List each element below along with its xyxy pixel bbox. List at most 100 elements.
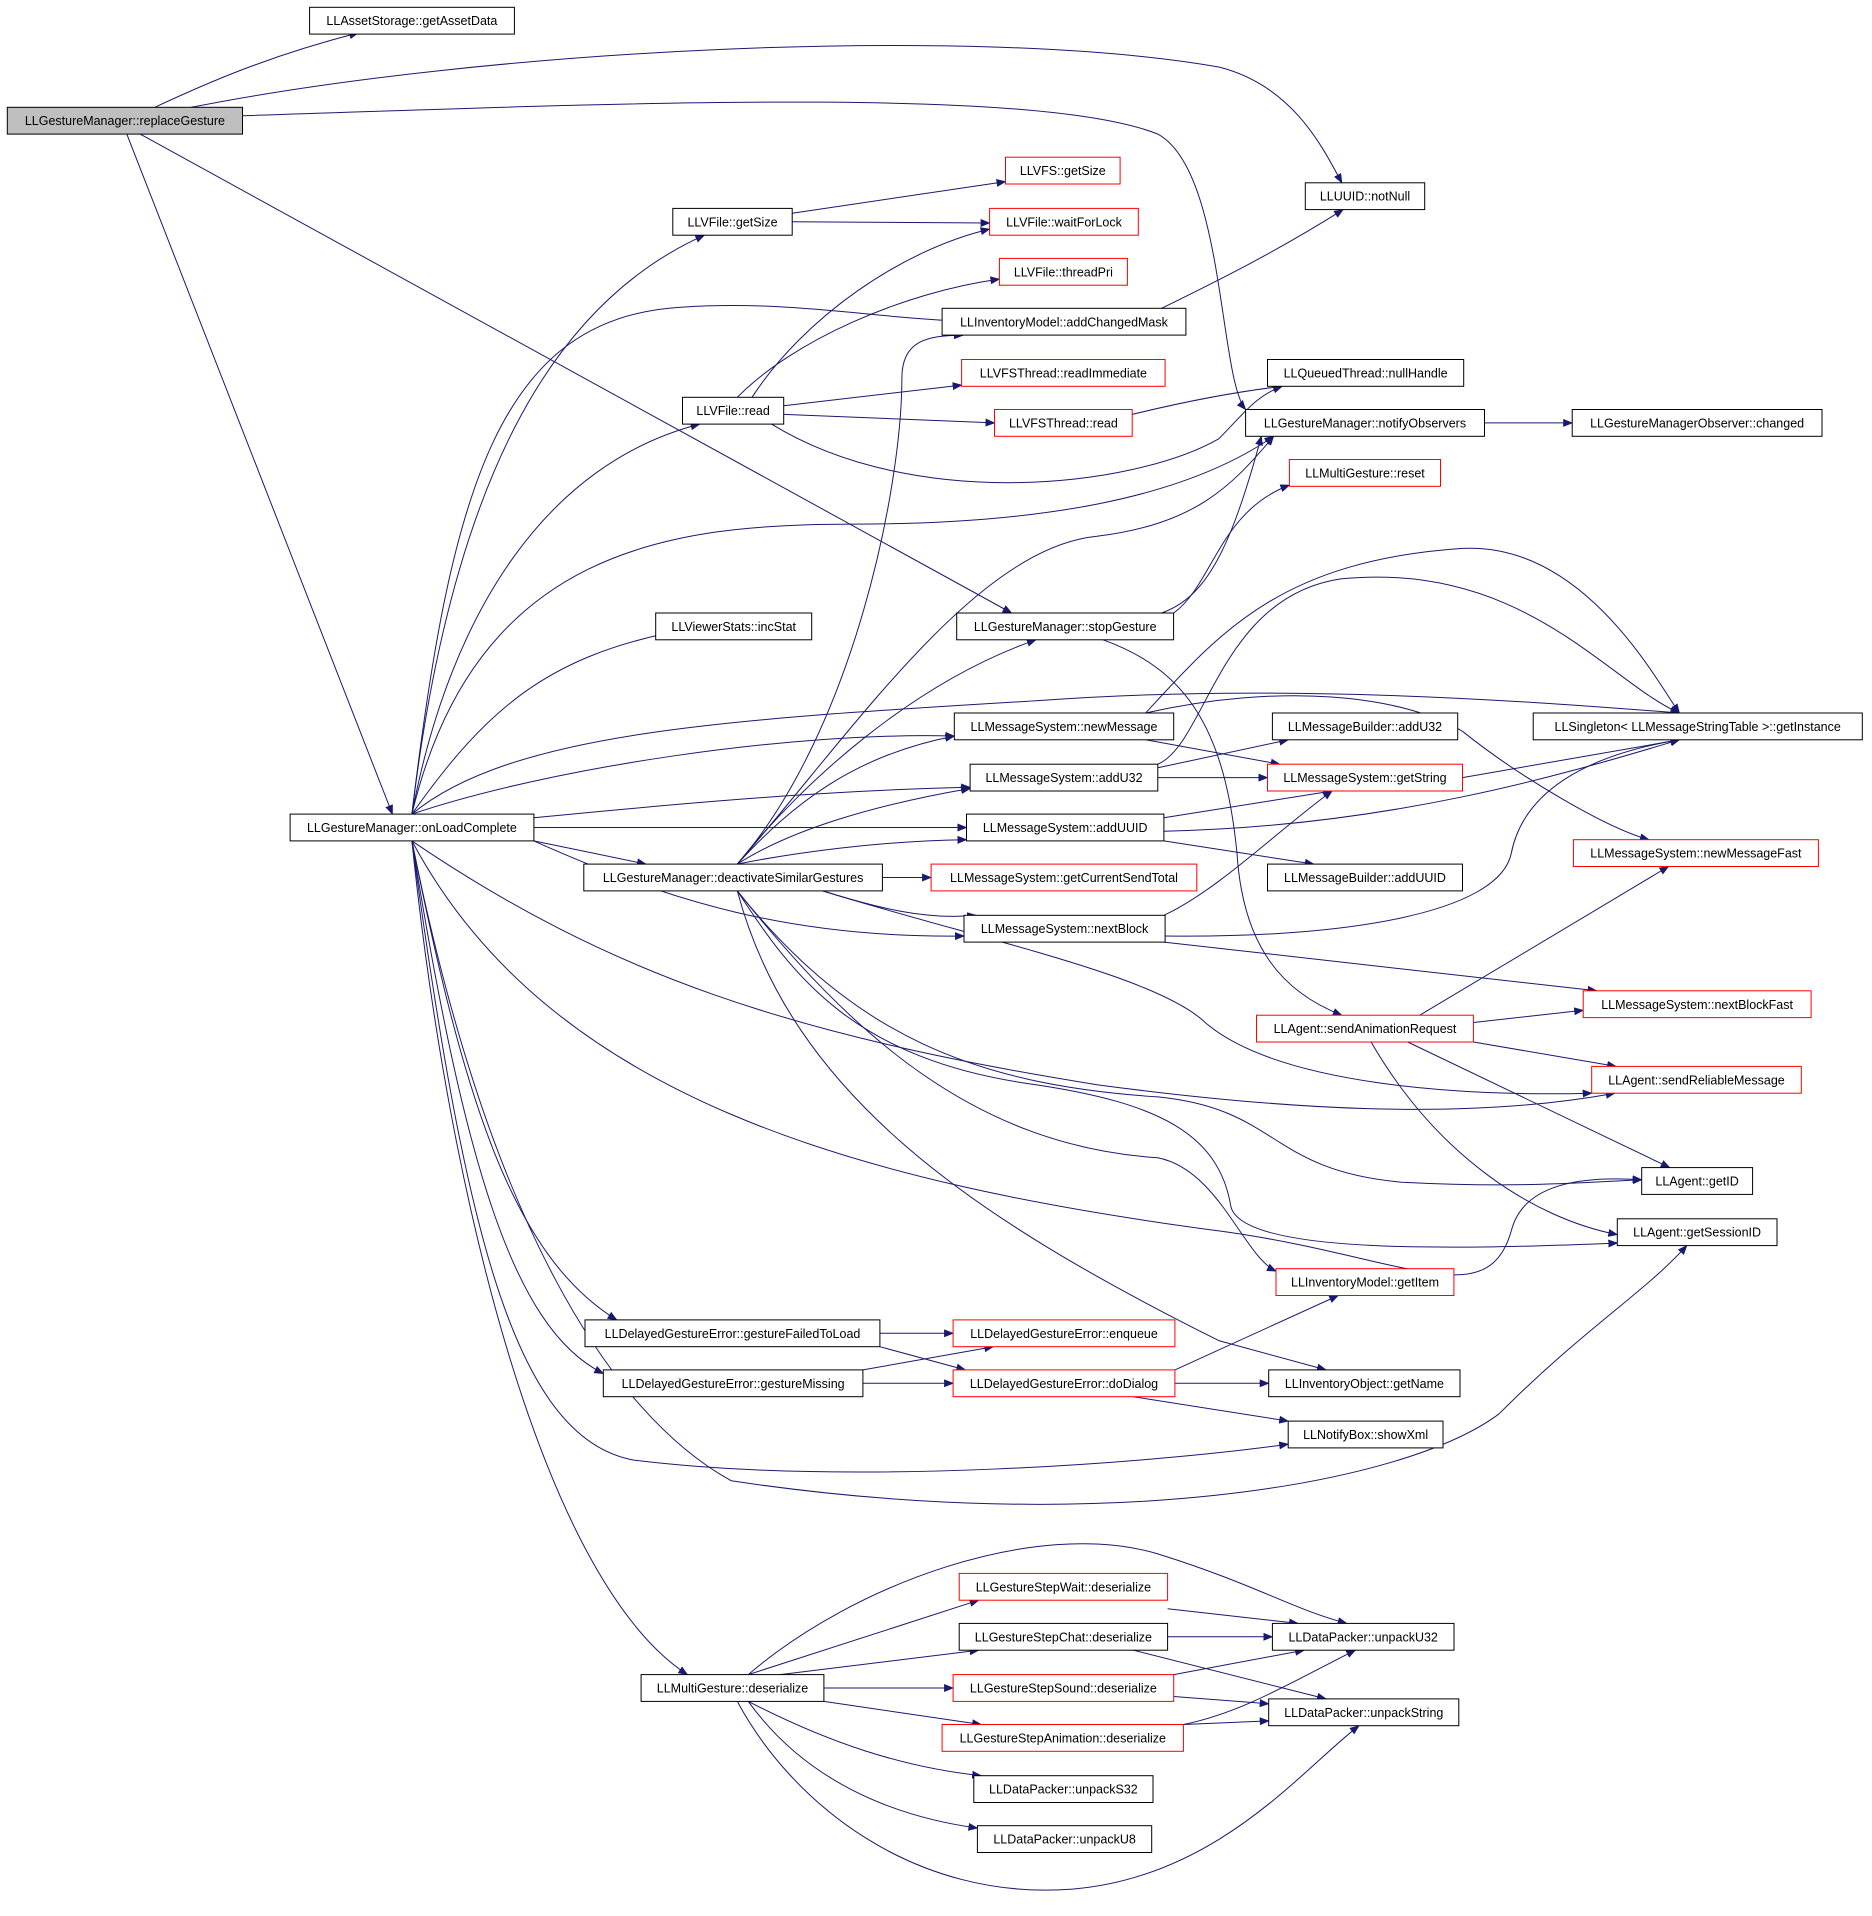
- edge-onLoadComplete-to-gestureMissing: [411, 840, 605, 1374]
- node-addChangedMask[interactable]: LLInventoryModel::addChangedMask: [941, 307, 1187, 336]
- node-label: LLVFile::waitForLock: [1006, 215, 1123, 229]
- node-sendAnimationRequest[interactable]: LLAgent::sendAnimationRequest: [1256, 1014, 1474, 1043]
- node-incStat[interactable]: LLViewerStats::incStat: [655, 612, 813, 641]
- edge-stepWait-to-unpackU32: [1167, 1608, 1299, 1627]
- node-notifyObservers[interactable]: LLGestureManager::notifyObservers: [1245, 409, 1485, 437]
- edge-fileRead-to-waitForLock: [751, 227, 991, 398]
- node-threadPri[interactable]: LLVFile::threadPri: [998, 257, 1128, 286]
- edge-deactivate-to-notifyObservers: [736, 435, 1275, 865]
- node-box: [956, 612, 1175, 641]
- node-stepChat[interactable]: LLGestureStepChat::deserialize: [958, 1622, 1169, 1651]
- node-multiReset[interactable]: LLMultiGesture::reset: [1288, 459, 1442, 487]
- node-box: [1641, 1167, 1754, 1195]
- node-getInstance[interactable]: LLSingleton< LLMessageStringTable >::get…: [1532, 712, 1863, 741]
- node-getID[interactable]: LLAgent::getID: [1641, 1167, 1754, 1195]
- node-box: [1005, 156, 1121, 185]
- node-gestureMissing[interactable]: LLDelayedGestureError::gestureMissing: [602, 1369, 864, 1398]
- node-label: LLDelayedGestureError::gestureMissing: [622, 1377, 845, 1391]
- node-getString[interactable]: LLMessageSystem::getString: [1267, 763, 1463, 792]
- node-box: [952, 1369, 1176, 1398]
- edge-onLoadComplete-to-newMessage: [411, 731, 956, 815]
- node-label: LLSingleton< LLMessageStringTable >::get…: [1555, 720, 1841, 734]
- node-getName[interactable]: LLInventoryObject::getName: [1268, 1369, 1461, 1398]
- edge-msAddU32-to-builderAddU32: [1157, 737, 1290, 769]
- edge-multiDeserialize-to-unpackString: [736, 1701, 1360, 1891]
- edge-onLoadComplete-to-sendReliableMessage: [411, 840, 1616, 1110]
- node-msAddUUID[interactable]: LLMessageSystem::addUUID: [966, 813, 1165, 842]
- node-gestureFailedToLoad[interactable]: LLDelayedGestureError::gestureFailedToLo…: [584, 1319, 881, 1348]
- node-nullHandle[interactable]: LLQueuedThread::nullHandle: [1267, 359, 1465, 387]
- node-unpackU8[interactable]: LLDataPacker::unpackU8: [976, 1825, 1153, 1853]
- edge-deactivate-to-nextBlock: [822, 890, 978, 921]
- node-label: LLDelayedGestureError::doDialog: [970, 1377, 1158, 1391]
- node-label: LLMessageSystem::newMessage: [971, 720, 1158, 734]
- node-nextBlock[interactable]: LLMessageSystem::nextBlock: [963, 914, 1166, 943]
- node-box: [1288, 459, 1442, 487]
- node-stopGesture[interactable]: LLGestureManager::stopGesture: [956, 612, 1175, 641]
- node-label: LLAgent::sendReliableMessage: [1608, 1073, 1785, 1087]
- node-label: LLGestureManagerObserver::changed: [1590, 416, 1804, 430]
- node-replaceGesture[interactable]: LLGestureManager::replaceGesture: [6, 106, 243, 135]
- node-box: [958, 1622, 1169, 1651]
- node-box: [655, 612, 813, 641]
- node-box: [309, 6, 515, 35]
- node-stepAnimation[interactable]: LLGestureStepAnimation::deserialize: [941, 1724, 1184, 1752]
- edge-replaceGesture-to-onLoadComplete: [126, 133, 393, 816]
- node-onLoadComplete[interactable]: LLGestureManager::onLoadComplete: [289, 813, 535, 842]
- node-label: LLViewerStats::incStat: [671, 620, 796, 634]
- edge-onLoadComplete-to-deactivate: [533, 840, 647, 867]
- node-nextBlockFast[interactable]: LLMessageSystem::nextBlockFast: [1582, 990, 1812, 1019]
- node-msAddU32[interactable]: LLMessageSystem::addU32: [969, 763, 1159, 792]
- edge-onLoadComplete-to-getSessionID: [411, 840, 1688, 1505]
- edge-deactivate-to-getID: [736, 890, 1643, 1186]
- edge-replaceGesture-to-notNull: [191, 45, 1343, 184]
- edge-stopGesture-to-notifyObservers: [1161, 435, 1263, 614]
- node-newMessage[interactable]: LLMessageSystem::newMessage: [953, 712, 1175, 741]
- node-box: [930, 863, 1198, 892]
- node-box: [1271, 1622, 1455, 1651]
- node-box: [963, 914, 1166, 943]
- node-unpackS32[interactable]: LLDataPacker::unpackS32: [973, 1775, 1154, 1803]
- node-vfsGetSize[interactable]: LLVFS::getSize: [1005, 156, 1121, 185]
- edge-deactivate-to-getName: [736, 890, 1327, 1372]
- node-newMessageFast[interactable]: LLMessageSystem::newMessageFast: [1572, 839, 1819, 868]
- node-notNull[interactable]: LLUUID::notNull: [1304, 182, 1426, 211]
- node-getSessionID[interactable]: LLAgent::getSessionID: [1616, 1218, 1778, 1247]
- node-unpackString[interactable]: LLDataPacker::unpackString: [1268, 1698, 1460, 1727]
- node-vfsThreadRead[interactable]: LLVFSThread::read: [994, 409, 1133, 437]
- node-builderAddU32[interactable]: LLMessageBuilder::addU32: [1271, 712, 1459, 741]
- node-fileGetSize[interactable]: LLVFile::getSize: [672, 207, 793, 236]
- edge-multiDeserialize-to-unpackU8: [747, 1701, 979, 1831]
- node-stepSound[interactable]: LLGestureStepSound::deserialize: [952, 1674, 1175, 1702]
- node-builderAddUUID[interactable]: LLMessageBuilder::addUUID: [1267, 863, 1463, 892]
- node-waitForLock[interactable]: LLVFile::waitForLock: [989, 207, 1139, 236]
- edge-deactivate-to-getSessionID: [736, 890, 1619, 1248]
- node-enqueue[interactable]: LLDelayedGestureError::enqueue: [952, 1319, 1176, 1348]
- node-label: LLDataPacker::unpackS32: [989, 1783, 1138, 1797]
- edge-deactivate-to-newMessage: [736, 733, 956, 865]
- node-stepWait[interactable]: LLGestureStepWait::deserialize: [958, 1572, 1169, 1601]
- edge-replaceGesture-to-getAssetData: [154, 31, 360, 108]
- node-sendReliableMessage[interactable]: LLAgent::sendReliableMessage: [1591, 1065, 1802, 1094]
- node-fileRead[interactable]: LLVFile::read: [682, 396, 785, 425]
- node-label: LLGestureManager::onLoadComplete: [307, 821, 517, 835]
- node-doDialog[interactable]: LLDelayedGestureError::doDialog: [952, 1369, 1176, 1398]
- node-multiDeserialize[interactable]: LLMultiGesture::deserialize: [640, 1674, 825, 1702]
- node-box: [1304, 182, 1426, 211]
- node-readImmediate[interactable]: LLVFSThread::readImmediate: [961, 359, 1166, 387]
- node-getAssetData[interactable]: LLAssetStorage::getAssetData: [309, 6, 515, 35]
- edge-doDialog-to-showXml: [1133, 1396, 1290, 1424]
- edge-doDialog-to-getItem: [1174, 1295, 1340, 1371]
- node-box: [289, 813, 535, 842]
- node-unpackU32[interactable]: LLDataPacker::unpackU32: [1271, 1622, 1455, 1651]
- edge-newMessage-to-getString: [1145, 739, 1281, 767]
- node-showXml[interactable]: LLNotifyBox::showXml: [1287, 1420, 1444, 1449]
- node-deactivate[interactable]: LLGestureManager::deactivateSimilarGestu…: [583, 863, 883, 892]
- node-getItem[interactable]: LLInventoryModel::getItem: [1275, 1268, 1455, 1296]
- node-box: [1267, 863, 1463, 892]
- edge-deactivate-to-msAddUUID: [737, 835, 968, 865]
- node-getCurrentSendTotal[interactable]: LLMessageSystem::getCurrentSendTotal: [930, 863, 1198, 892]
- node-changed[interactable]: LLGestureManagerObserver::changed: [1571, 409, 1823, 437]
- edge-gestureFailedToLoad-to-doDialog: [879, 1346, 967, 1372]
- edge-nextBlock-to-getInstance: [1163, 737, 1681, 937]
